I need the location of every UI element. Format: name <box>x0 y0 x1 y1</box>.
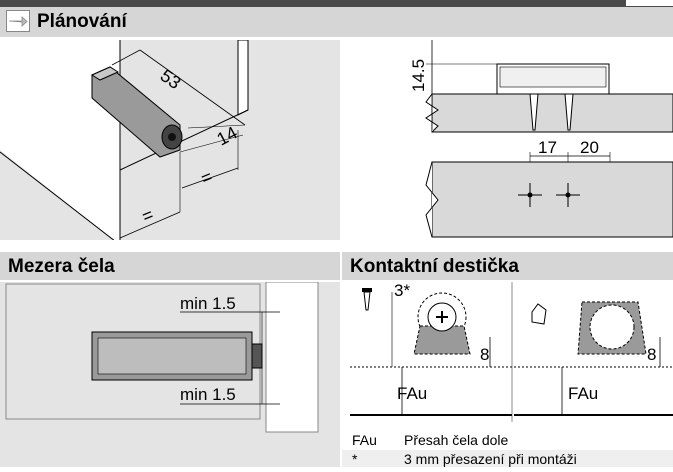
planning-tech-panel: 14.5 17 20 <box>342 40 673 240</box>
contact-plate-drawing: 3* 8 FAu 8 FAu <box>350 281 673 422</box>
front-gap-header: Mezera čela <box>0 252 340 280</box>
fau-left: FAu <box>397 384 427 403</box>
dim-length: 53 <box>157 65 185 93</box>
iso-drawing: 53 14 = = <box>0 39 249 246</box>
planning-title: Plánování <box>37 11 127 32</box>
planning-icon <box>6 10 30 32</box>
legend-key: * <box>352 451 358 467</box>
planning-iso-panel: 53 14 = = <box>0 39 340 246</box>
legend-key: FAu <box>352 432 377 448</box>
plate-height-left: 8 <box>480 345 489 364</box>
contact-plate-header: Kontaktní destička <box>342 252 673 280</box>
min-gap-top: min 1.5 <box>180 294 236 313</box>
legend: FAu Přesah čela dole * 3 mm přesazení př… <box>342 428 673 467</box>
top-bar <box>0 0 673 7</box>
legend-row: * 3 mm přesazení při montáži <box>342 450 673 467</box>
front-gap-panel: min 1.5 min 1.5 <box>0 281 340 467</box>
fau-right: FAu <box>568 384 598 403</box>
planning-header: Plánování <box>0 7 673 37</box>
legend-text: 3 mm přesazení při montáži <box>404 451 577 467</box>
dim-height: 14.5 <box>409 59 428 92</box>
min-gap-bottom: min 1.5 <box>180 385 236 404</box>
front-gap-title: Mezera čela <box>8 256 115 277</box>
dim-spacing-a: 17 <box>538 138 557 157</box>
contact-plate-title: Kontaktní destička <box>350 256 519 277</box>
legend-row: FAu Přesah čela dole <box>342 431 673 449</box>
plate-height-right: 8 <box>647 345 656 364</box>
front-gap-drawing: min 1.5 min 1.5 <box>5 281 319 433</box>
star-offset: 3* <box>394 282 410 300</box>
top-bar-tab <box>625 0 673 7</box>
screw-icon <box>362 288 372 311</box>
dim-spacing-b: 20 <box>580 138 599 157</box>
tech-drawing: 14.5 17 20 <box>409 40 673 238</box>
plate-clip-icon <box>531 303 547 325</box>
dim-equal-b: = <box>139 204 156 226</box>
legend-text: Přesah čela dole <box>404 432 509 448</box>
contact-plate-panel: 3* 8 FAu 8 FAu <box>342 281 673 422</box>
